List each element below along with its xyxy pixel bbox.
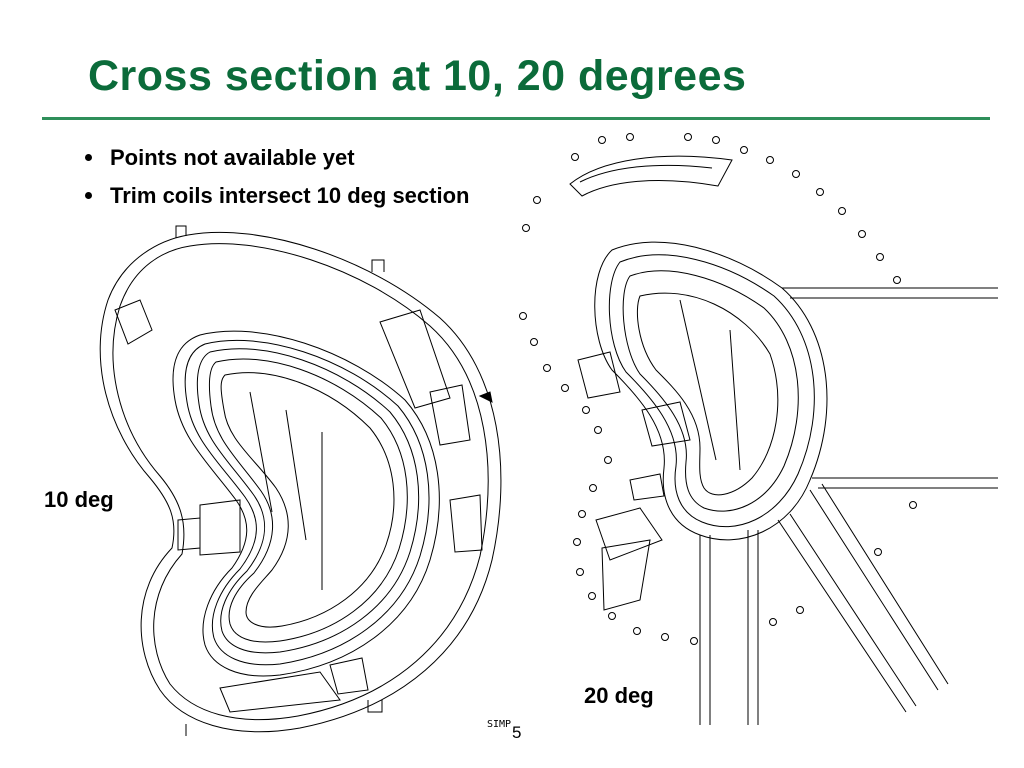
cross-section-10deg xyxy=(99,225,502,736)
bullet-text: Trim coils intersect 10 deg section xyxy=(110,183,470,208)
label-20-deg: 20 deg xyxy=(584,683,654,708)
slide-title: Cross section at 10, 20 degrees xyxy=(88,52,747,100)
bullet-icon xyxy=(85,192,92,199)
title-divider xyxy=(42,117,990,120)
cross-section-20deg xyxy=(569,155,998,725)
bullet-item: Trim coils intersect 10 deg section xyxy=(80,183,469,221)
trim-coil-markers xyxy=(519,133,917,645)
bullet-icon xyxy=(85,154,92,161)
bullet-item: Points not available yet xyxy=(80,145,469,183)
bullet-text: Points not available yet xyxy=(110,145,355,170)
bullet-list: Points not available yet Trim coils inte… xyxy=(80,145,469,221)
page-number: 5 xyxy=(512,723,522,742)
footer-code: SIMP xyxy=(487,719,512,730)
label-10-deg: 10 deg xyxy=(44,487,114,512)
